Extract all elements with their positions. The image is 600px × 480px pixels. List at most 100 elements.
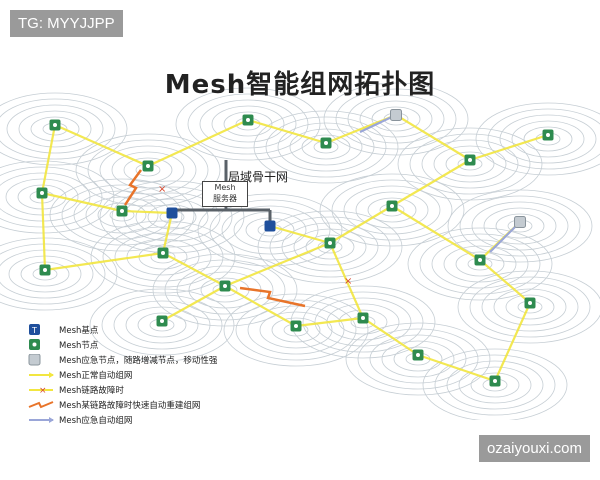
coverage-ring bbox=[111, 186, 233, 248]
failed-link-icon: × bbox=[29, 386, 53, 396]
coverage-ring bbox=[445, 151, 495, 177]
legend-label: Mesh应急自动组网 bbox=[59, 415, 133, 426]
mesh-link bbox=[161, 212, 174, 254]
coverage-ring bbox=[199, 99, 297, 149]
coverage-rings bbox=[0, 82, 600, 420]
node-glyph bbox=[328, 241, 332, 245]
coverage-ring bbox=[85, 196, 159, 234]
coverage-ring bbox=[223, 111, 273, 137]
coverage-ring bbox=[422, 348, 568, 420]
backbone-label: 局域骨干网 bbox=[228, 170, 289, 184]
node-glyph bbox=[478, 258, 482, 262]
coverage-ring bbox=[289, 128, 363, 166]
coverage-ring bbox=[123, 157, 173, 183]
coverage-ring bbox=[61, 184, 183, 246]
coverage-ring bbox=[164, 259, 286, 321]
mesh-link bbox=[417, 353, 496, 383]
coverage-ring bbox=[499, 114, 597, 164]
coverage-ring bbox=[187, 93, 309, 155]
coverage-ring bbox=[30, 116, 80, 142]
coverage-ring bbox=[347, 94, 445, 144]
coverage-ring bbox=[0, 243, 106, 305]
coverage-ring bbox=[114, 232, 212, 282]
svg-text:×: × bbox=[39, 386, 47, 396]
coverage-ring bbox=[6, 104, 104, 154]
rebuild-link-icon bbox=[28, 400, 54, 408]
node-glyph bbox=[160, 319, 164, 323]
coverage-ring bbox=[269, 216, 391, 278]
node-glyph bbox=[468, 158, 472, 162]
mesh-link bbox=[162, 252, 226, 287]
coverage-ring bbox=[469, 276, 591, 338]
coverage-ring bbox=[523, 126, 573, 152]
rebuild-link bbox=[123, 169, 143, 206]
coverage-ring bbox=[0, 166, 103, 228]
mesh-base-station-icon bbox=[264, 220, 276, 232]
server-label-line2: 服务器 bbox=[213, 194, 237, 203]
coverage-ring bbox=[247, 305, 345, 355]
coverage-ring bbox=[338, 309, 388, 335]
watermark-bottom: ozaiyouxi.com bbox=[478, 435, 590, 462]
coverage-ring bbox=[235, 299, 357, 361]
legend-label: Mesh链路故障时 bbox=[59, 385, 124, 396]
server-label-line1: Mesh bbox=[214, 183, 236, 192]
coverage-ring bbox=[281, 222, 379, 272]
mesh-link bbox=[391, 205, 481, 261]
legend-item-emergency-link: Mesh应急自动组网 bbox=[27, 412, 217, 427]
coverage-ring bbox=[323, 82, 469, 156]
coverage-ring bbox=[359, 100, 433, 138]
coverage-ring bbox=[487, 108, 600, 170]
coverage-ring bbox=[75, 133, 221, 207]
mesh-link bbox=[44, 251, 164, 272]
mesh-link bbox=[247, 118, 327, 145]
mesh-link bbox=[362, 317, 419, 356]
coverage-ring bbox=[434, 354, 556, 416]
coverage-ring bbox=[471, 201, 569, 251]
coverage-ring bbox=[152, 253, 298, 327]
failure-x-mark: × bbox=[158, 184, 166, 195]
coverage-ring bbox=[265, 116, 387, 178]
coverage-ring bbox=[147, 204, 197, 230]
coverage-ring bbox=[302, 291, 424, 353]
node-glyph bbox=[43, 268, 47, 272]
node-glyph bbox=[161, 251, 165, 255]
mesh-node-icon bbox=[29, 338, 40, 350]
coverage-ring bbox=[409, 133, 531, 195]
node-glyph bbox=[294, 324, 298, 328]
emergency-link-icon bbox=[29, 416, 54, 423]
node-glyph bbox=[493, 379, 497, 383]
coverage-ring bbox=[443, 245, 517, 283]
mesh-link bbox=[328, 242, 365, 319]
mesh-server-box: Mesh 服务器 bbox=[202, 181, 248, 207]
mesh-link bbox=[147, 119, 249, 167]
coverage-ring bbox=[319, 173, 465, 247]
coverage-ring bbox=[259, 311, 333, 349]
legend-item-normal-link: Mesh正常自动组网 bbox=[27, 367, 217, 382]
legend: T Mesh基点 Mesh节点 Mesh应急节点，随路增减节点，移动性强 Mes… bbox=[27, 322, 217, 427]
coverage-ring bbox=[367, 197, 417, 223]
mesh-links bbox=[40, 113, 549, 383]
mesh-link bbox=[469, 133, 549, 162]
coverage-ring bbox=[407, 227, 553, 301]
coverage-ring bbox=[314, 297, 412, 347]
coverage-ring bbox=[135, 198, 209, 236]
coverage-ring bbox=[357, 328, 479, 390]
coverage-ring bbox=[113, 300, 211, 350]
mesh-link bbox=[54, 123, 149, 168]
coverage-ring bbox=[355, 191, 429, 229]
legend-item-emergency-node: Mesh应急节点，随路增减节点，移动性强 bbox=[27, 352, 217, 367]
coverage-ring bbox=[447, 189, 593, 263]
coverage-ring bbox=[271, 317, 321, 343]
node-glyph bbox=[223, 284, 227, 288]
coverage-ring bbox=[0, 92, 128, 166]
legend-label: Mesh基点 bbox=[59, 325, 99, 336]
coverage-ring bbox=[126, 238, 200, 276]
mesh-emergency-node-icon bbox=[514, 216, 526, 228]
coverage-ring bbox=[331, 179, 453, 241]
node-glyph bbox=[390, 204, 394, 208]
coverage-ring bbox=[475, 102, 600, 176]
mesh-link bbox=[479, 259, 531, 304]
mesh-link bbox=[121, 209, 173, 215]
coverage-ring bbox=[457, 270, 600, 344]
coverage-ring bbox=[431, 239, 529, 289]
